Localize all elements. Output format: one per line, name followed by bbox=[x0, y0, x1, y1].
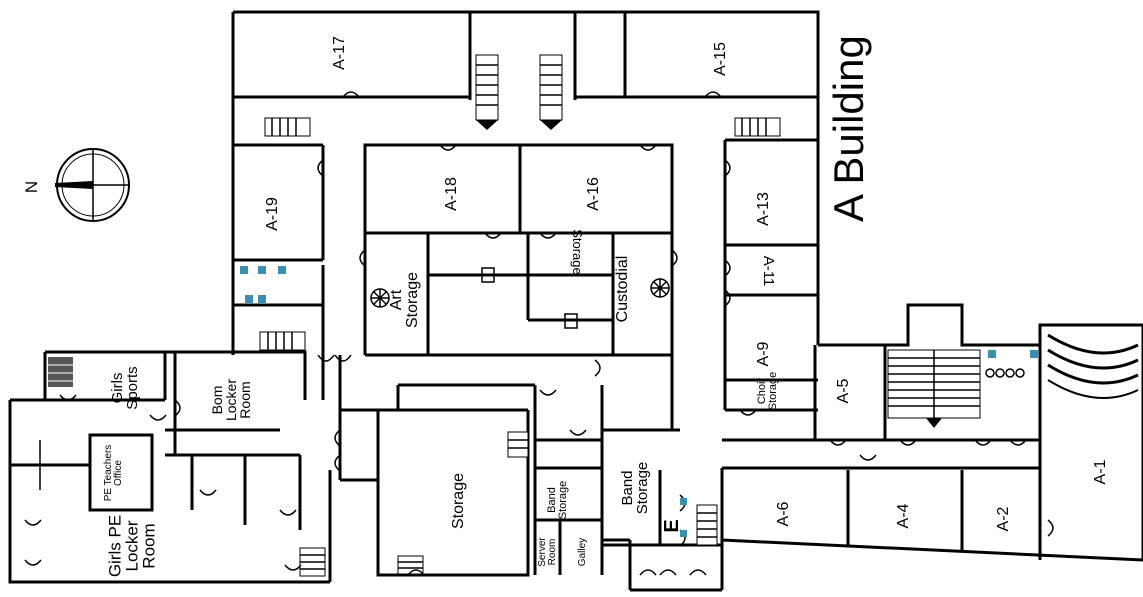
room-a13: A-13 bbox=[755, 192, 772, 226]
room-a11: A-11 bbox=[760, 255, 777, 287]
art-storage-label: Art Storage bbox=[388, 271, 421, 329]
compass-n-label: N bbox=[22, 180, 41, 194]
restroom-fixtures bbox=[240, 266, 1038, 537]
room-server-room: Server Room bbox=[537, 537, 558, 567]
building-title: A Building bbox=[825, 35, 872, 222]
auditorium-seating bbox=[1047, 333, 1139, 399]
fan-icons bbox=[370, 278, 670, 308]
stair-west bbox=[259, 331, 306, 351]
columns bbox=[481, 267, 578, 329]
room-a2: A-2 bbox=[995, 506, 1012, 532]
room-band-storage: Band Storage bbox=[619, 461, 651, 515]
stair-top-left bbox=[475, 54, 499, 130]
stair-top-right bbox=[539, 54, 563, 130]
stair-elevator bbox=[696, 504, 718, 546]
stair-a15 bbox=[734, 117, 781, 137]
room-art-storage: Art Storage bbox=[388, 263, 429, 337]
room-a4: A-4 bbox=[895, 503, 912, 529]
room-girls-pe-locker-room: Girls PE Locker Room bbox=[105, 514, 159, 578]
stair-storage bbox=[507, 431, 529, 458]
room-storage-top: Storage bbox=[570, 229, 585, 275]
stairs bbox=[48, 54, 981, 577]
outer-walls bbox=[8, 10, 1143, 592]
room-galley: Galley bbox=[577, 537, 588, 567]
room-a1: A-1 bbox=[1092, 459, 1109, 485]
room-a5: A-5 bbox=[835, 378, 852, 404]
room-girls-sports: Girls Sports bbox=[109, 366, 141, 410]
compass-icon bbox=[55, 148, 130, 222]
stair-a5 bbox=[887, 349, 981, 428]
room-a19: A-19 bbox=[264, 197, 281, 231]
room-a15: A-15 bbox=[712, 42, 729, 76]
room-choir-storage: Choir Storage bbox=[756, 371, 779, 411]
stair-girls-bottom bbox=[299, 547, 326, 577]
room-band-storage-small: Band Storage bbox=[546, 480, 569, 520]
room-a18: A-18 bbox=[443, 177, 460, 211]
room-a6: A-6 bbox=[775, 501, 792, 527]
elevator-label: E bbox=[661, 519, 683, 533]
room-a9: A-9 bbox=[755, 341, 772, 367]
stair-a17 bbox=[264, 117, 311, 137]
room-custodial: Custodial bbox=[614, 255, 631, 323]
doors bbox=[24, 91, 1054, 576]
room-locker-room: Bom Locker Room bbox=[209, 378, 253, 422]
stair-girls-top bbox=[48, 357, 73, 387]
room-a16: A-16 bbox=[585, 177, 602, 211]
room-pe-teachers-office: PE Teachers Office bbox=[103, 444, 124, 502]
room-a17: A-17 bbox=[331, 36, 348, 70]
room-storage-main: Storage bbox=[450, 472, 467, 530]
